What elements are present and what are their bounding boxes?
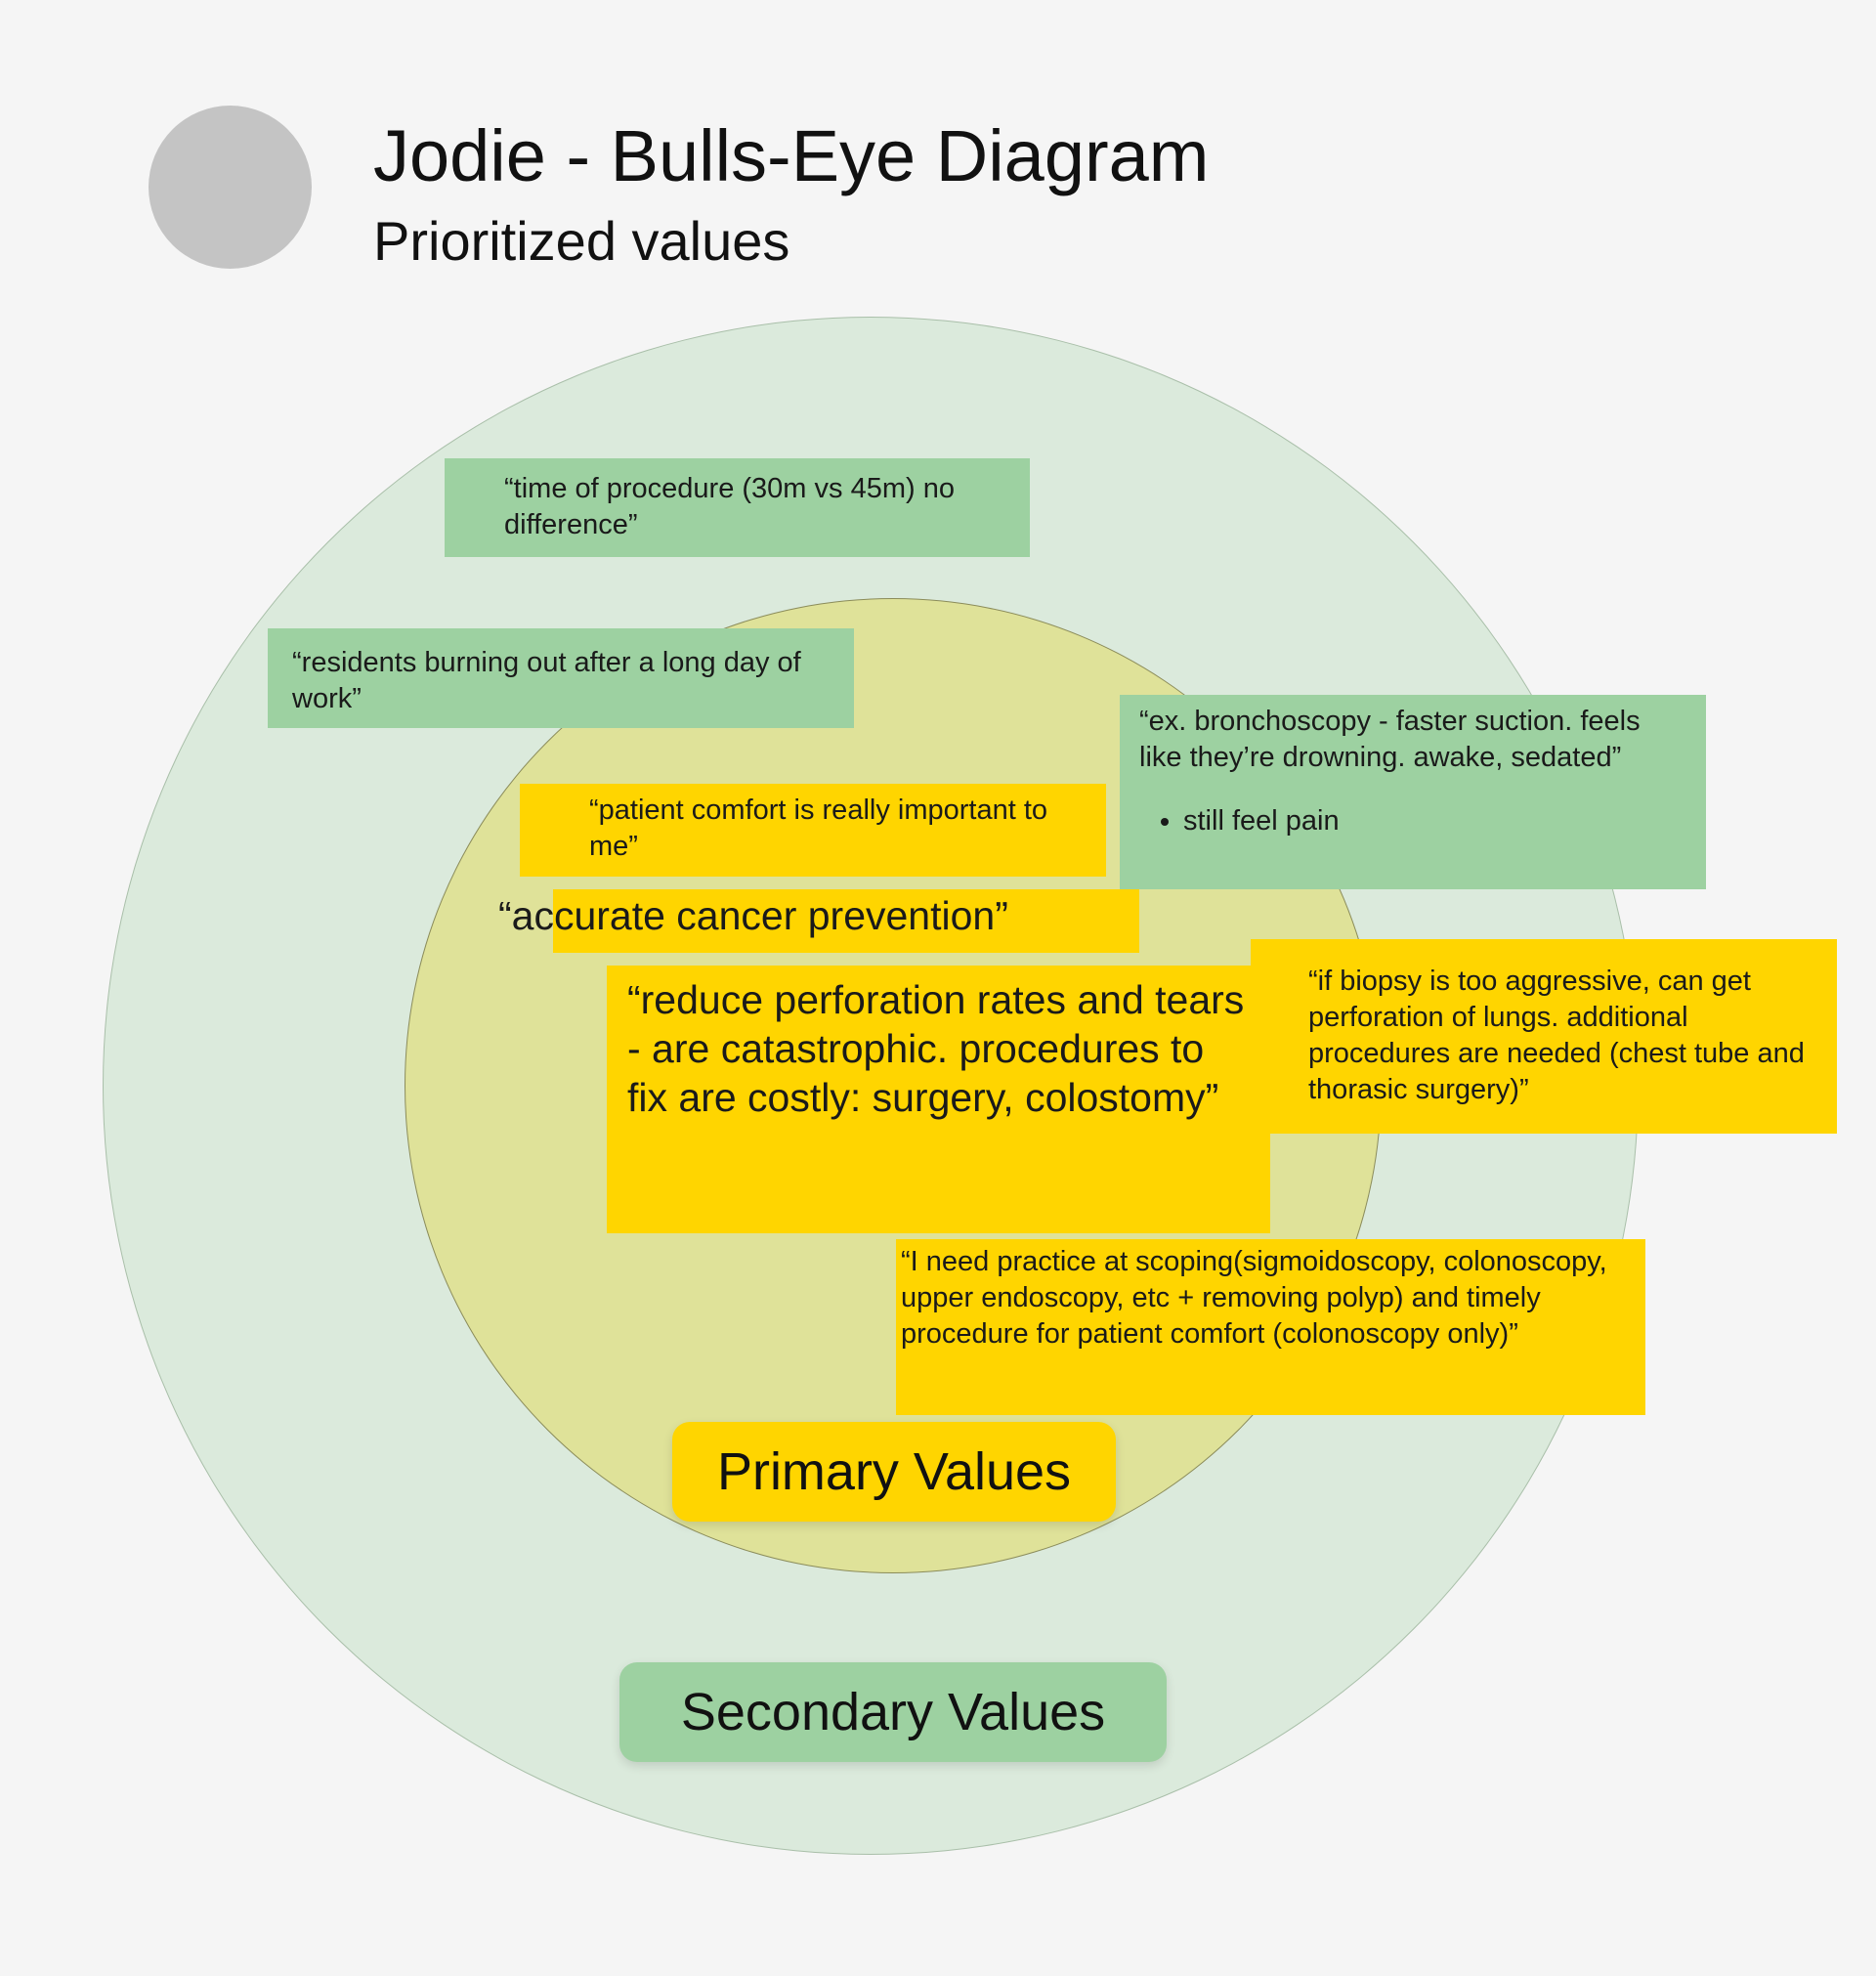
note-text: “I need practice at scoping(sigmoidoscop… — [901, 1246, 1607, 1350]
note-text: “time of procedure (30m vs 45m) no diffe… — [504, 473, 955, 540]
note-cancer-prevention-text: “accurate cancer prevention” — [498, 893, 1008, 938]
avatar — [149, 106, 312, 269]
note-scoping-practice[interactable]: “I need practice at scoping(sigmoidoscop… — [896, 1239, 1645, 1415]
note-perforation[interactable]: “reduce perforation rates and tears - ar… — [607, 966, 1270, 1233]
note-biopsy[interactable]: “if biopsy is too aggressive, can get pe… — [1251, 939, 1837, 1134]
page-title: Jodie - Bulls-Eye Diagram — [373, 115, 1210, 196]
note-residents-burnout[interactable]: “residents burning out after a long day … — [268, 628, 854, 728]
note-cancer-prevention[interactable] — [553, 889, 1139, 953]
secondary-values-label: Secondary Values — [619, 1662, 1167, 1762]
page-subtitle: Prioritized values — [373, 210, 790, 272]
note-text: “patient comfort is really important to … — [589, 795, 1048, 862]
note-time-of-procedure[interactable]: “time of procedure (30m vs 45m) no diffe… — [445, 458, 1030, 557]
note-text: “if biopsy is too aggressive, can get pe… — [1308, 966, 1805, 1105]
note-bronchoscopy[interactable]: “ex. bronchoscopy - faster suction. feel… — [1120, 695, 1706, 889]
primary-values-label: Primary Values — [672, 1422, 1116, 1522]
note-text: “reduce perforation rates and tears - ar… — [627, 977, 1245, 1120]
note-text: “ex. bronchoscopy - faster suction. feel… — [1139, 706, 1641, 773]
note-text: “residents burning out after a long day … — [292, 647, 801, 714]
note-patient-comfort[interactable]: “patient comfort is really important to … — [520, 784, 1106, 877]
note-bullet: still feel pain — [1183, 803, 1686, 839]
note-bullet-list: still feel pain — [1139, 803, 1686, 839]
